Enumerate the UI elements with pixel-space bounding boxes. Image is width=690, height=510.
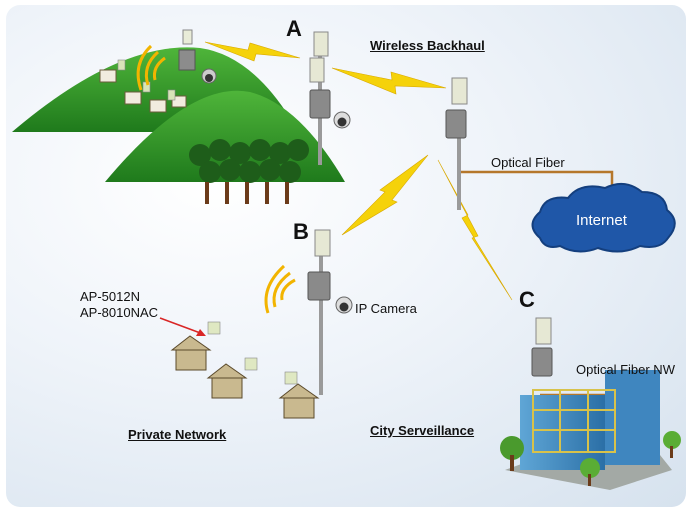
internet-cloud bbox=[531, 182, 676, 253]
city-surveillance-label: City Serveillance bbox=[370, 423, 475, 438]
private-network-label: Private Network bbox=[128, 427, 227, 442]
optical-fiber-nw-label: Optical Fiber NW bbox=[576, 362, 675, 377]
signal-arcs-a bbox=[136, 44, 166, 91]
signal-arcs-b bbox=[264, 264, 296, 314]
forest bbox=[189, 139, 309, 204]
ap-model-1-label: AP-5012N bbox=[80, 289, 140, 304]
hub-tower bbox=[445, 77, 468, 210]
tower-b bbox=[307, 229, 353, 395]
optical-fiber-label: Optical Fiber bbox=[491, 155, 565, 170]
private-aps bbox=[207, 321, 298, 385]
wireless-links bbox=[204, 41, 513, 301]
site-a-label: A bbox=[286, 16, 302, 41]
tower-a bbox=[309, 31, 351, 165]
internet-label: Internet bbox=[576, 212, 627, 229]
office-building bbox=[500, 370, 681, 490]
site-b-label: B bbox=[293, 219, 309, 244]
wireless-backhaul-label: Wireless Backhaul bbox=[370, 38, 485, 53]
hill-houses bbox=[99, 69, 187, 113]
pointer-arrow bbox=[159, 317, 206, 336]
private-houses bbox=[170, 335, 320, 419]
site-c-label: C bbox=[519, 287, 535, 312]
ip-camera-label: IP Camera bbox=[355, 301, 417, 316]
ap-model-2-label: AP-8010NAC bbox=[80, 305, 159, 320]
tower-c bbox=[531, 317, 553, 377]
hill-ap-unit bbox=[178, 29, 217, 84]
